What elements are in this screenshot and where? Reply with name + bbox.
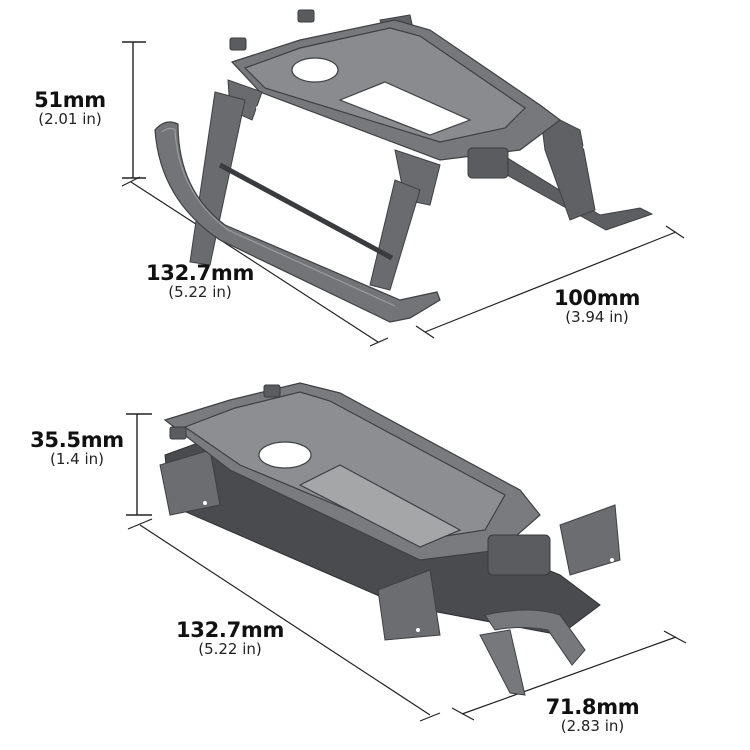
hinge-pins bbox=[203, 501, 614, 632]
extended-landing-gear-illustration bbox=[121, 9, 685, 347]
folded-feet bbox=[479, 609, 586, 696]
width-mm: 71.8mm bbox=[545, 695, 640, 719]
top-plate bbox=[163, 382, 541, 561]
width-dimension-line bbox=[451, 630, 687, 721]
length-dimension-line bbox=[121, 176, 389, 347]
folded-view: 35.5mm (1.4 in) 132.7mm (5.22 in) 71.8mm… bbox=[0, 375, 750, 750]
front-skid bbox=[154, 121, 441, 323]
width-in: (3.94 in) bbox=[565, 308, 629, 326]
length-mm: 132.7mm bbox=[175, 618, 285, 642]
hinge-pins bbox=[256, 106, 587, 210]
side-bar bbox=[218, 162, 394, 261]
top-plate bbox=[230, 19, 561, 161]
height-mm: 51mm bbox=[34, 88, 106, 112]
height-in: (2.01 in) bbox=[38, 110, 102, 128]
width-label: 71.8mm (2.83 in) bbox=[530, 697, 655, 734]
front-right-leg bbox=[369, 149, 441, 291]
height-dimension-line bbox=[126, 413, 152, 516]
width-mm: 100mm bbox=[553, 286, 641, 310]
top-clips bbox=[229, 9, 509, 179]
height-label: 35.5mm (1.4 in) bbox=[18, 430, 136, 467]
height-mm: 35.5mm bbox=[30, 428, 124, 452]
height-dimension-line bbox=[122, 41, 146, 179]
top-clips bbox=[169, 384, 551, 576]
extended-view: 51mm (2.01 in) 132.7mm (5.22 in) 100mm (… bbox=[14, 9, 685, 347]
length-in: (5.22 in) bbox=[198, 640, 262, 658]
length-dimension-line bbox=[127, 518, 441, 722]
length-in: (5.22 in) bbox=[168, 283, 232, 301]
height-in: (1.4 in) bbox=[49, 450, 104, 468]
height-label: 51mm (2.01 in) bbox=[14, 90, 126, 127]
width-in: (2.83 in) bbox=[560, 717, 625, 735]
width-dimension-line bbox=[415, 225, 685, 339]
folded-landing-gear-illustration bbox=[126, 382, 687, 722]
hinge-blocks bbox=[159, 449, 621, 641]
length-mm: 132.7mm bbox=[145, 261, 255, 285]
length-label: 132.7mm (5.22 in) bbox=[140, 263, 260, 300]
width-label: 100mm (3.94 in) bbox=[540, 288, 654, 325]
length-label: 132.7mm (5.22 in) bbox=[170, 620, 290, 657]
